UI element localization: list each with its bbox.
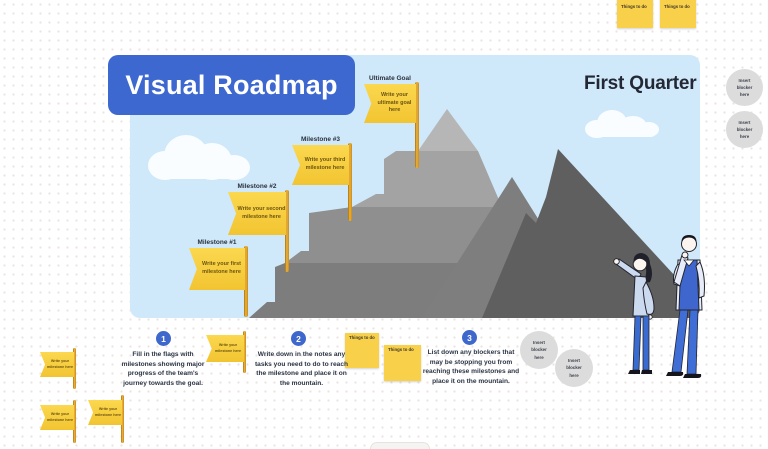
sticky-note-label: Things to do <box>349 335 375 340</box>
flag-pole <box>73 348 76 389</box>
insert-blocker-circle[interactable]: Insert blocker here <box>555 349 593 387</box>
page-title[interactable]: Visual Roadmap <box>108 55 355 115</box>
flag-milestone-1-banner[interactable]: Write your first milestone here <box>189 248 245 290</box>
insert-blocker-circle[interactable]: Insert blocker here <box>726 69 763 106</box>
flag-ultimate-goal-label: Ultimate Goal <box>369 75 411 82</box>
flag-milestone-2-banner[interactable]: Write your second milestone here <box>228 192 286 235</box>
blocker-label: Insert blocker here <box>566 358 582 378</box>
flag-milestone-2[interactable]: Milestone #2 Write your second milestone… <box>228 183 289 272</box>
sticky-note-things-to-do[interactable]: Things to do <box>384 345 421 381</box>
flag-milestone-1[interactable]: Milestone #1 Write your first milestone … <box>189 239 248 317</box>
flag-milestone-3[interactable]: Milestone #3 Write your third milestone … <box>292 136 352 221</box>
blocker-label: Insert blocker here <box>531 340 547 360</box>
insert-blocker-circle[interactable]: Insert blocker here <box>726 111 763 148</box>
page-title-text: Visual Roadmap <box>125 69 338 100</box>
flag-milestone-3-label: Milestone #3 <box>300 136 340 143</box>
mountain-graphic <box>249 109 700 318</box>
blocker-label: Insert blocker here <box>736 77 753 98</box>
flag-pole <box>244 246 248 317</box>
flag-pole <box>285 190 289 272</box>
flag-pole <box>121 395 124 443</box>
quarter-label[interactable]: First Quarter <box>584 73 697 94</box>
sticky-note-things-to-do[interactable]: Things to do <box>617 0 653 28</box>
sticky-note-things-to-do[interactable]: Things to do <box>660 0 696 28</box>
cloud-left <box>148 133 253 181</box>
instruction-1-number: 1 <box>156 331 171 346</box>
flag-ultimate-goal[interactable]: Ultimate Goal Write your ultimate goal h… <box>364 75 419 168</box>
sample-flag-banner[interactable]: Write your milestone here <box>40 352 74 377</box>
flag-ultimate-goal-banner[interactable]: Write your ultimate goal here <box>364 84 416 123</box>
blocker-label: Insert blocker here <box>736 119 753 140</box>
sample-flag-banner[interactable]: Write your milestone here <box>206 335 244 362</box>
instruction-2-number: 2 <box>291 331 306 346</box>
cloud-right <box>585 110 661 138</box>
flag-milestone-2-label: Milestone #2 <box>237 183 277 190</box>
bottom-tooltip-fragment <box>370 442 430 449</box>
flag-milestone-1-label: Milestone #1 <box>197 239 237 246</box>
flag-milestone-3-banner[interactable]: Write your third milestone here <box>292 145 349 185</box>
sample-flag-banner[interactable]: Write your milestone here <box>88 400 122 425</box>
instruction-3-number: 3 <box>462 330 477 345</box>
instruction-1-text: Fill in the flags with milestones showin… <box>121 351 205 387</box>
sticky-note-label: Things to do <box>621 4 647 9</box>
flag-pole <box>73 400 76 443</box>
instruction-3-text: List down any blockers that may be stopp… <box>422 349 520 385</box>
flag-pole <box>243 331 246 373</box>
sticky-note-things-to-do[interactable]: Things to do <box>345 333 379 368</box>
people-illustration <box>613 235 705 378</box>
instruction-2-text: Write down in the notes any tasks you ne… <box>254 351 349 387</box>
flag-pole <box>415 82 419 168</box>
sticky-note-label: Things to do <box>388 347 414 352</box>
insert-blocker-circle[interactable]: Insert blocker here <box>520 331 558 369</box>
sample-flag-banner[interactable]: Write your milestone here <box>40 405 74 430</box>
sticky-note-label: Things to do <box>664 4 690 9</box>
flag-pole <box>348 143 352 221</box>
